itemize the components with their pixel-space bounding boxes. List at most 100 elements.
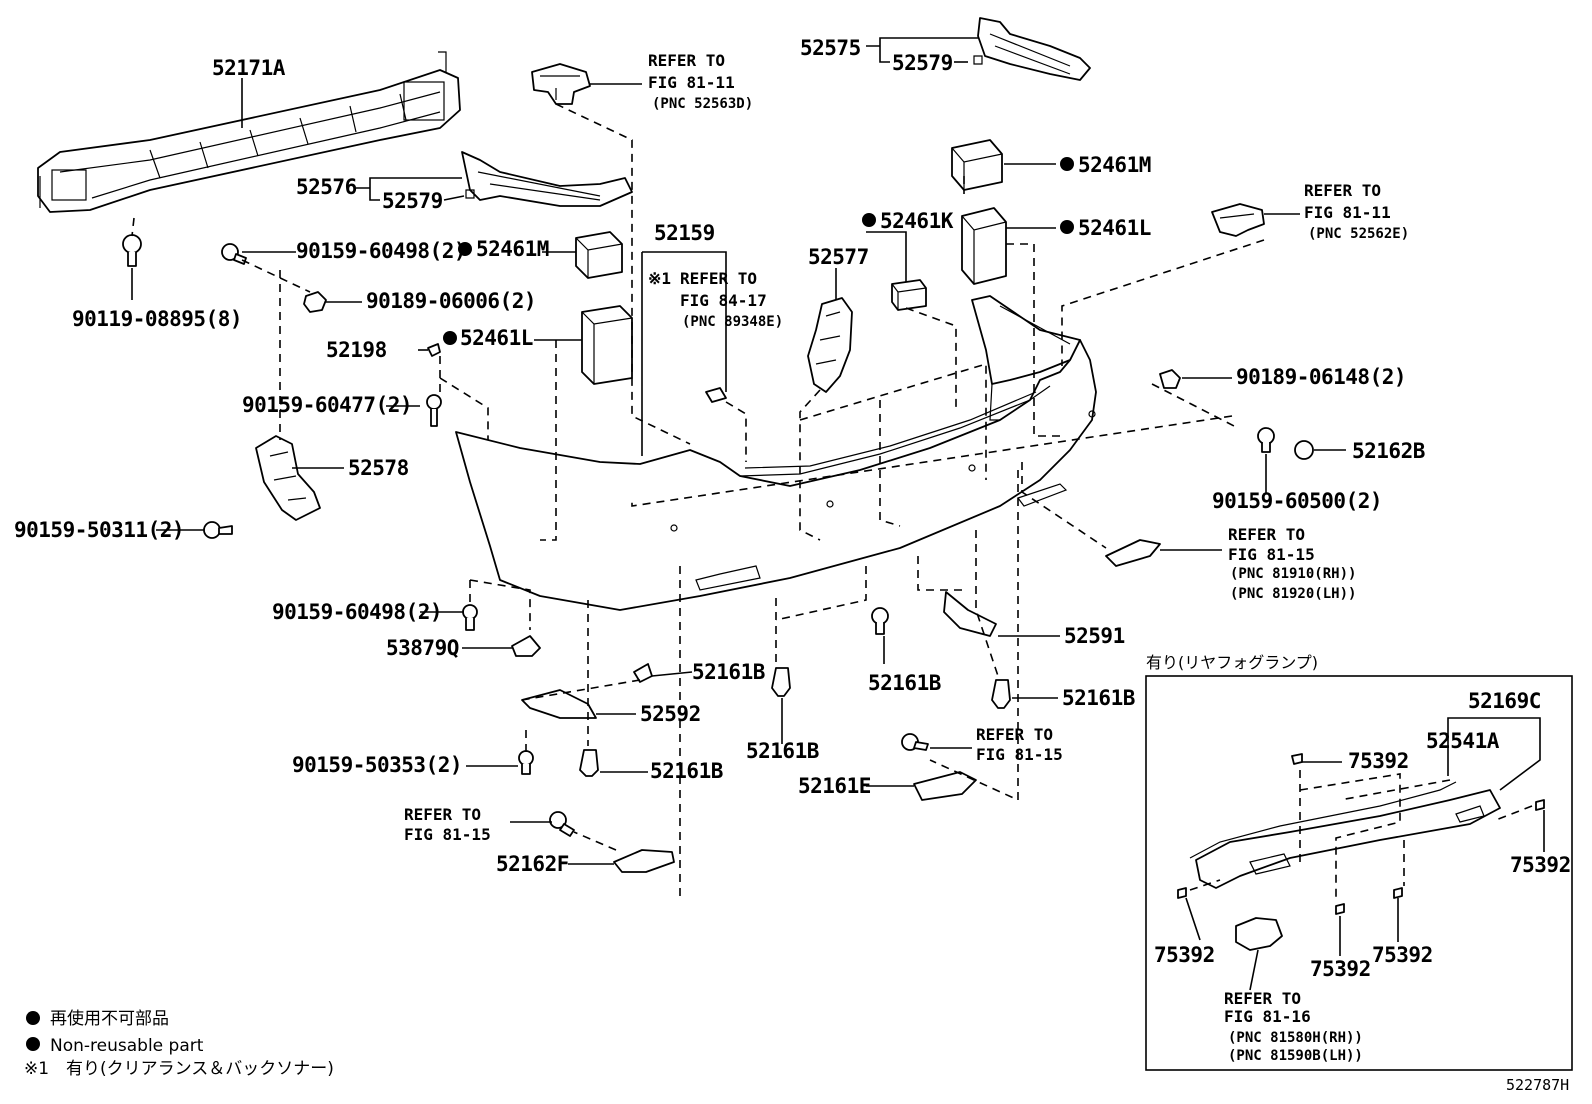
- label-52579-top: 52579: [892, 51, 953, 75]
- svg-text:※1: ※1: [648, 269, 671, 288]
- label-52461L-left: 52461L: [460, 326, 533, 350]
- label-90119-08895: 90119-08895(8): [72, 307, 242, 331]
- label-52161E: 52161E: [798, 774, 871, 798]
- inset-title: 有り(リヤフォグランプ): [1146, 653, 1318, 672]
- bullet-52461M-right: [1060, 157, 1074, 171]
- label-90159-60500: 90159-60500(2): [1212, 489, 1382, 513]
- bullet-52461M-left: [458, 242, 472, 256]
- label-90189-06006: 90189-06006(2): [366, 289, 536, 313]
- label-53879Q: 53879Q: [386, 636, 459, 660]
- svg-text:FIG 81-15: FIG 81-15: [1228, 545, 1315, 564]
- refer-callout-1: REFER TO FIG 81-11 (PNC 52563D): [648, 51, 753, 112]
- upper-bracket-left-drawing: [531, 63, 591, 105]
- part-number-labels: 52171A 52575 52579 52576 52579 90119-088…: [14, 36, 1571, 981]
- svg-text:(PNC 52563D): (PNC 52563D): [652, 96, 753, 112]
- label-52198: 52198: [326, 338, 387, 362]
- svg-text:REFER TO: REFER TO: [680, 269, 757, 288]
- label-52578: 52578: [348, 456, 409, 480]
- refer-callout-6: REFER TO FIG 81-15: [404, 805, 491, 844]
- legend-bullet-en: [26, 1037, 40, 1051]
- svg-text:REFER TO: REFER TO: [976, 725, 1053, 744]
- label-52541A: 52541A: [1426, 729, 1500, 753]
- label-52169C: 52169C: [1468, 689, 1541, 713]
- rear-fog-inset: [1145, 675, 1573, 1071]
- svg-text:REFER TO: REFER TO: [404, 805, 481, 824]
- svg-text:REFER TO: REFER TO: [648, 51, 725, 70]
- bullet-52461L-right: [1060, 220, 1074, 234]
- label-52161B-e: 52161B: [1062, 686, 1135, 710]
- bullet-52461K: [862, 213, 876, 227]
- diagram-code: 522787H: [1506, 1076, 1569, 1094]
- label-75392-e: 75392: [1372, 943, 1433, 967]
- svg-text:(PNC 81580H(RH)): (PNC 81580H(RH)): [1228, 1030, 1363, 1046]
- label-75392-b: 75392: [1510, 853, 1571, 877]
- svg-text:(PNC 81920(LH)): (PNC 81920(LH)): [1230, 586, 1356, 602]
- label-52461M-left: 52461M: [476, 237, 549, 261]
- reinforcement-beam-drawing: [37, 51, 461, 213]
- label-52162B: 52162B: [1352, 439, 1425, 463]
- label-52577: 52577: [808, 245, 869, 269]
- svg-text:REFER TO: REFER TO: [1224, 989, 1301, 1008]
- label-52161B-c: 52161B: [746, 739, 819, 763]
- refer-callout-7: REFER TO FIG 81-16 (PNC 81580H(RH)) (PNC…: [1224, 989, 1363, 1064]
- retainer-52575-drawing: [973, 17, 1091, 81]
- svg-text:(PNC 81590B(LH)): (PNC 81590B(LH)): [1228, 1048, 1363, 1064]
- svg-text:(PNC 89348E): (PNC 89348E): [682, 314, 783, 330]
- label-52461M-right: 52461M: [1078, 153, 1151, 177]
- legend-note-mark: ※1: [24, 1059, 49, 1079]
- label-90159-50353: 90159-50353(2): [292, 753, 462, 777]
- label-90159-60498-top: 90159-60498(2): [296, 239, 466, 263]
- label-52161B-b: 52161B: [650, 759, 723, 783]
- legend: 再使用不可部品 Non-reusable part ※1 有り(クリアランス＆バ…: [24, 1008, 334, 1079]
- label-52162F: 52162F: [496, 852, 569, 876]
- retainer-52576-drawing: [461, 151, 633, 207]
- label-52591: 52591: [1064, 624, 1125, 648]
- legend-en: Non-reusable part: [50, 1036, 204, 1056]
- pad-drawings: [575, 139, 1007, 385]
- label-90159-50311: 90159-50311(2): [14, 518, 184, 542]
- label-52461L-right: 52461L: [1078, 216, 1151, 240]
- bumper-cover-drawing: [455, 295, 1097, 611]
- side-bracket-52578-drawing: [255, 435, 321, 521]
- label-52592: 52592: [640, 702, 701, 726]
- label-90159-60477: 90159-60477(2): [242, 393, 412, 417]
- svg-text:(PNC 52562E): (PNC 52562E): [1308, 226, 1409, 242]
- svg-text:FIG 81-11: FIG 81-11: [648, 73, 735, 92]
- fastener-drawings: [122, 234, 1314, 837]
- label-90189-06148: 90189-06148(2): [1236, 365, 1406, 389]
- legend-jp: 再使用不可部品: [50, 1008, 169, 1029]
- label-52576: 52576: [296, 175, 357, 199]
- upper-bracket-right-drawing: [1211, 203, 1265, 237]
- label-75392-c: 75392: [1154, 943, 1215, 967]
- svg-text:FIG 84-17: FIG 84-17: [680, 291, 767, 310]
- label-75392-d: 75392: [1310, 957, 1371, 981]
- label-52161B-d: 52161B: [868, 671, 941, 695]
- svg-text:REFER TO: REFER TO: [1304, 181, 1381, 200]
- svg-text:FIG 81-15: FIG 81-15: [976, 745, 1063, 764]
- label-75392-a: 75392: [1348, 749, 1409, 773]
- side-bracket-52577-drawing: [807, 297, 853, 393]
- label-52461K: 52461K: [880, 209, 954, 233]
- legend-note-text: 有り(クリアランス＆バックソナー): [66, 1059, 334, 1079]
- svg-text:FIG 81-16: FIG 81-16: [1224, 1007, 1311, 1026]
- refer-callout-3: ※1 REFER TO FIG 84-17 (PNC 89348E): [648, 269, 783, 330]
- refer-callout-5: REFER TO FIG 81-15: [976, 725, 1063, 764]
- label-52171A: 52171A: [212, 56, 286, 80]
- label-52579-left: 52579: [382, 189, 443, 213]
- svg-text:REFER TO: REFER TO: [1228, 525, 1305, 544]
- label-52575: 52575: [800, 36, 861, 60]
- svg-text:FIG 81-15: FIG 81-15: [404, 825, 491, 844]
- leader-lines: [131, 37, 1545, 991]
- svg-text:(PNC 81910(RH)): (PNC 81910(RH)): [1230, 566, 1356, 582]
- refer-callout-2: REFER TO FIG 81-11 (PNC 52562E): [1304, 181, 1409, 242]
- label-52159: 52159: [654, 221, 715, 245]
- legend-bullet-jp: [26, 1011, 40, 1025]
- refer-callout-4: REFER TO FIG 81-15 (PNC 81910(RH)) (PNC …: [1228, 525, 1356, 602]
- label-90159-60498-lower: 90159-60498(2): [272, 600, 442, 624]
- bullet-52461L-left: [443, 331, 457, 345]
- label-52161B-a: 52161B: [692, 660, 765, 684]
- non-reusable-markers: [443, 157, 1074, 345]
- svg-text:FIG 81-11: FIG 81-11: [1304, 203, 1391, 222]
